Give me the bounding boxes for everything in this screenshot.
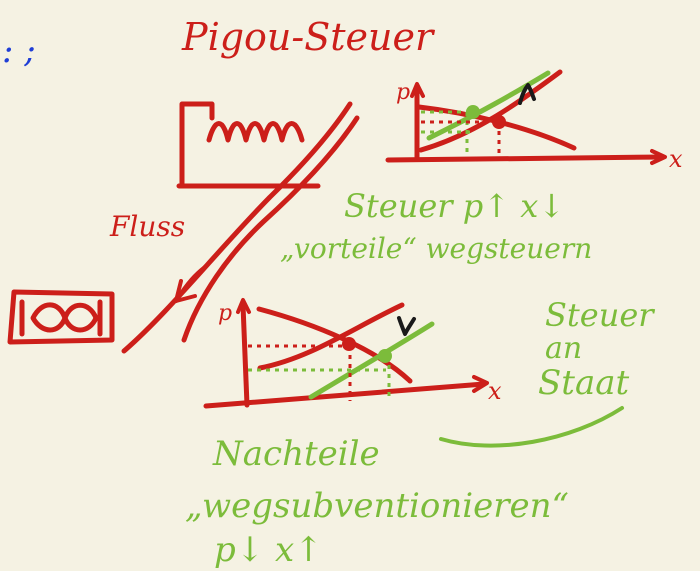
bottom-axis-x-label: x [488, 377, 502, 405]
bottom-axis-p-label: p [218, 301, 232, 326]
bottom-note-nachteile: Nachteile [212, 434, 380, 474]
top-axis-p-label: p [396, 80, 410, 105]
side-note-steuer: Steuer [545, 296, 655, 334]
factory-drawing [176, 101, 321, 189]
bottom-note-subventionieren: „wegsubventionieren“ [185, 486, 569, 526]
bottom-note-price-quantity: p↓ x↑ [214, 530, 323, 570]
top-axis-x-label: x [669, 145, 683, 173]
blue-fragment-text: : ; [2, 31, 36, 71]
green-bracket [439, 406, 624, 448]
top-market-graph: p x [385, 69, 683, 173]
top-note-2: „vorteile“ wegsteuern [280, 232, 592, 265]
infinity-box [7, 289, 115, 345]
title-text: Pigou-Steuer [181, 15, 436, 59]
top-note-1: Steuer p↑ x↓ [344, 187, 565, 225]
side-note-staat: Staat [538, 363, 629, 403]
flow-label: Fluss [109, 210, 185, 243]
side-note-an: an [545, 331, 582, 366]
bottom-market-graph: p x [203, 298, 502, 409]
river-lines [121, 101, 360, 354]
